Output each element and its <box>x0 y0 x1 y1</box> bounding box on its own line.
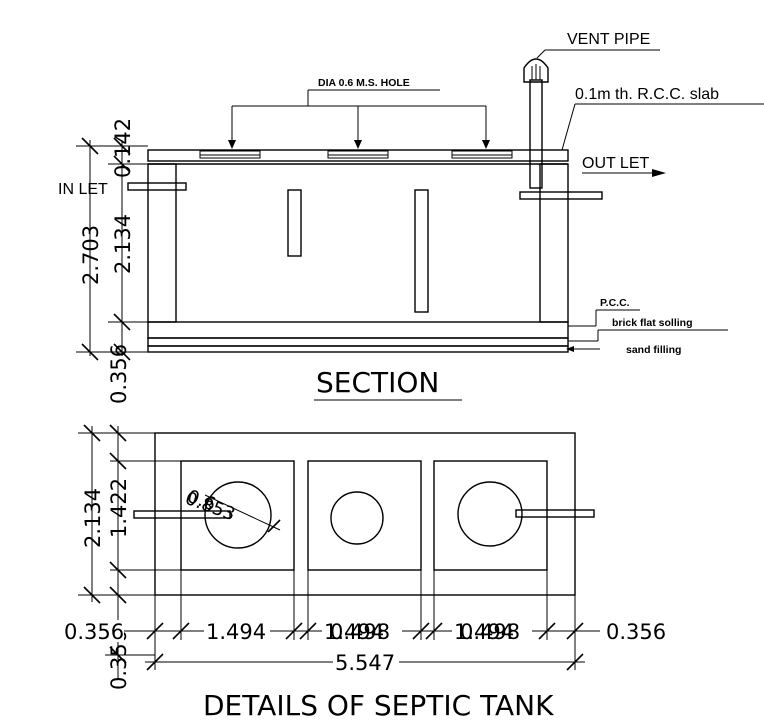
outlet-label: OUT LET <box>582 155 650 172</box>
plan-outline <box>154 432 576 596</box>
section-title: SECTION <box>316 366 439 399</box>
plan-total-dim: 5.547 <box>335 651 395 675</box>
section-dimension-lines <box>76 137 148 361</box>
rcc-slab <box>147 149 569 162</box>
left-wall <box>147 163 177 323</box>
outlet-pipe <box>519 191 603 200</box>
plan-outlet-pipe <box>515 509 595 518</box>
inner-height-dim: 2.134 <box>111 214 135 274</box>
chamber-3 <box>433 460 548 571</box>
chamber-2-dim: 0.498 <box>330 620 390 644</box>
plan-left-wall-dim: 0.356 <box>64 620 124 644</box>
hole-3 <box>457 481 523 547</box>
pcc-label: P.C.C. <box>600 297 630 309</box>
plan-inlet-pipe <box>133 510 231 519</box>
section-view: DIA 0.6 M.S. HOLE VENT PIPE 0.1m th. R.C… <box>58 31 764 404</box>
plan-title: DETAILS OF SEPTIC TANK <box>203 689 554 720</box>
plan-view: 0.853 0.6 2.134 1.422 0.356 <box>64 424 666 720</box>
sand-filling-label: sand filling <box>626 344 681 356</box>
overall-height-dim: 2.703 <box>79 225 103 285</box>
pcc-layer <box>147 321 569 339</box>
brick-soling-layer <box>147 337 569 347</box>
inlet-pipe <box>127 182 187 191</box>
inlet-label: IN LET <box>58 181 108 198</box>
brick-soling-label: brick flat solling <box>612 317 693 329</box>
hole-2 <box>330 491 384 545</box>
chamber-3-dim: 0.498 <box>460 620 520 644</box>
baffle-wall-1 <box>287 189 302 257</box>
baffle-wall-2 <box>414 189 429 313</box>
plan-inner-dim: 1.422 <box>107 478 131 538</box>
vent-pipe <box>523 58 549 189</box>
rcc-slab-label: 0.1m th. R.C.C. slab <box>575 86 719 103</box>
chamber-2-dim-overlap: 1.494 <box>324 620 384 644</box>
hole-label: DIA 0.6 M.S. HOLE <box>318 77 410 89</box>
slab-thickness-dim: 0.142 <box>111 118 135 178</box>
right-wall <box>539 163 569 323</box>
hole-leader <box>228 89 490 149</box>
chamber-1 <box>180 460 295 571</box>
chamber-1-dim: 1.494 <box>206 620 266 644</box>
plan-right-wall-dim: 0.356 <box>606 620 666 644</box>
chamber-2 <box>307 460 422 571</box>
hole-1 <box>204 481 272 549</box>
base-thickness-dim: 0.356 <box>107 344 131 404</box>
vent-pipe-label: VENT PIPE <box>567 31 650 48</box>
plan-width-dim: 2.134 <box>81 488 105 548</box>
sand-filling-layer <box>147 345 569 353</box>
chamber-3-dim-overlap: 1.494 <box>454 620 514 644</box>
